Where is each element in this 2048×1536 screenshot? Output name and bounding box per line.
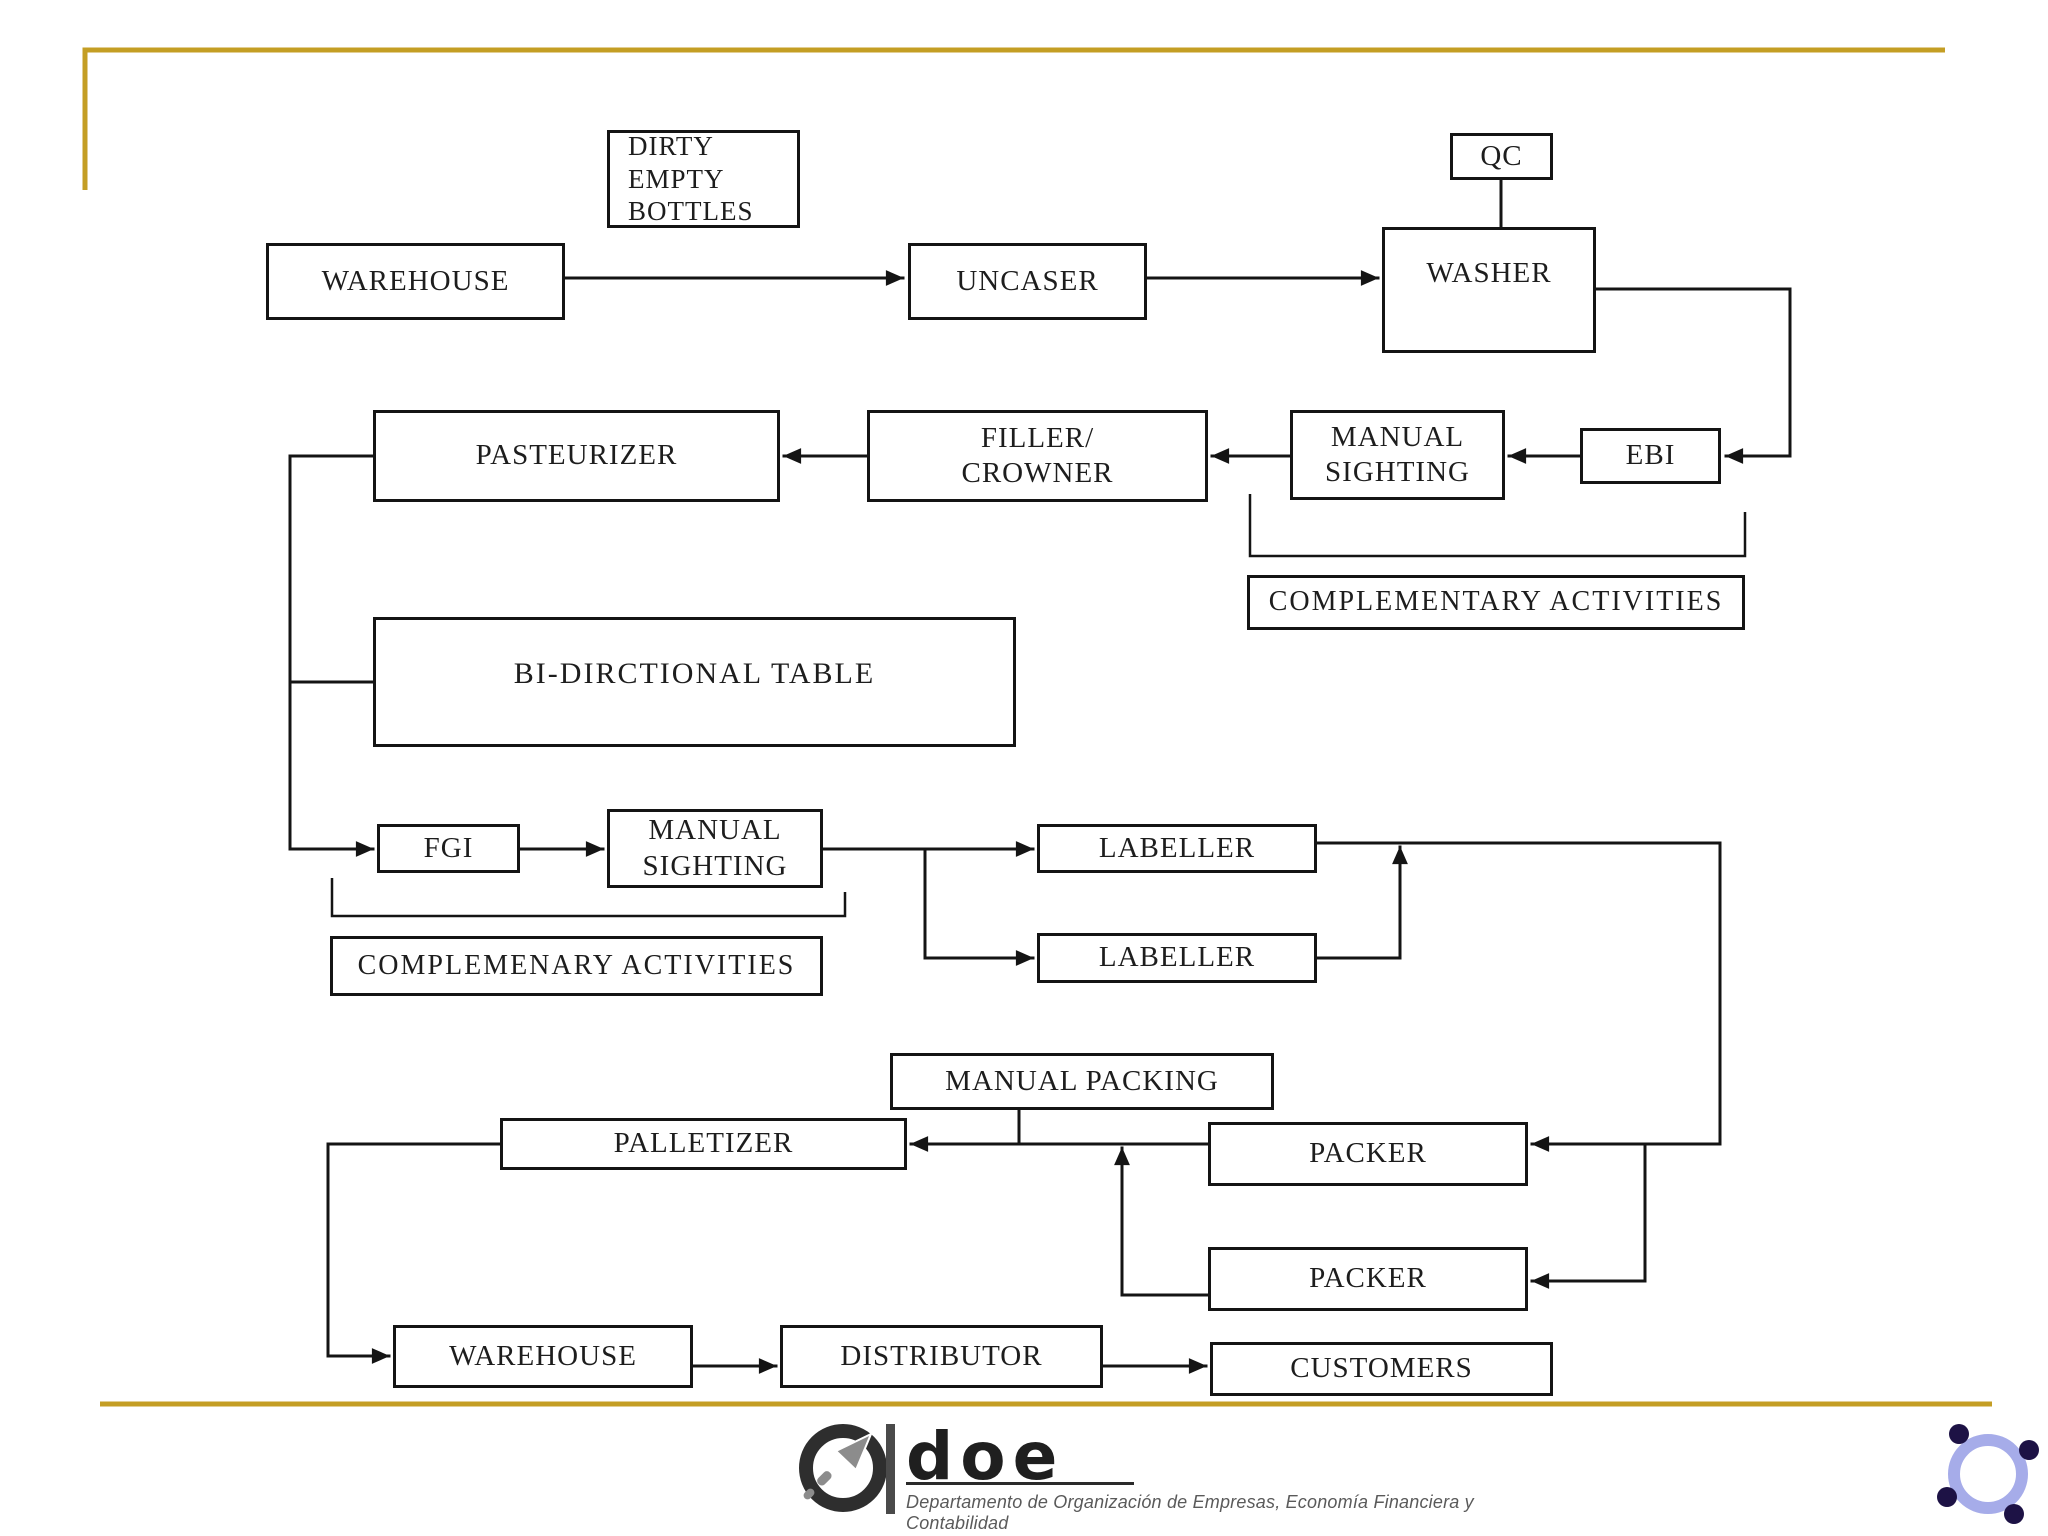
node-manual-packing: MANUAL PACKING [890, 1053, 1274, 1110]
node-label: DIRTY EMPTY BOTTLES [628, 131, 754, 227]
node-label: CUSTOMERS [1290, 1352, 1473, 1385]
node-labeller-2: LABELLER [1037, 933, 1317, 983]
connector-feed-to-packer-2 [1530, 1142, 1647, 1289]
node-label: PALLETIZER [613, 1127, 794, 1160]
node-label: MANUAL PACKING [945, 1064, 1219, 1097]
connector-packer-2-merge-up [1114, 1146, 1210, 1297]
node-label: PACKER [1309, 1137, 1427, 1170]
node-palletizer: PALLETIZER [500, 1118, 907, 1170]
node-warehouse-bottom: WAREHOUSE [393, 1325, 693, 1388]
node-filler-crowner: FILLER/ CROWNER [867, 410, 1208, 502]
node-dirty-empty-bottles: DIRTY EMPTY BOTTLES [607, 130, 800, 228]
connector-labeller-2-merge-up [1315, 845, 1408, 960]
node-label: MANUAL SIGHTING [642, 814, 788, 882]
node-labeller-1: LABELLER [1037, 824, 1317, 873]
node-manual-sighting-mid: MANUAL SIGHTING [607, 809, 823, 888]
node-packer-2: PACKER [1208, 1247, 1528, 1311]
node-label: WAREHOUSE [449, 1339, 637, 1372]
node-customers: CUSTOMERS [1210, 1342, 1553, 1396]
node-complemenary-activities-mid: COMPLEMENARY ACTIVITIES [330, 936, 823, 996]
node-label: WAREHOUSE [321, 264, 510, 297]
node-label: FILLER/ CROWNER [961, 421, 1114, 489]
node-qc: QC [1450, 133, 1553, 180]
node-uncaser: UNCASER [908, 243, 1147, 320]
node-label: LABELLER [1098, 941, 1256, 974]
node-label: QC [1480, 139, 1523, 172]
connector-pasteurizer-to-fgi [288, 454, 375, 857]
gold-top-border [82, 47, 1945, 190]
connector-branch-to-labeller-2 [923, 847, 1035, 966]
node-fgi: FGI [377, 824, 520, 873]
node-label: BI-DIRCTIONAL TABLE [513, 657, 876, 690]
connector-washer-to-ebi [1594, 287, 1792, 464]
bracket-complemenary-mid [330, 878, 847, 918]
bracket-complementary-top [1248, 494, 1747, 558]
node-label: UNCASER [956, 264, 1099, 297]
node-label: COMPLEMENARY ACTIVITIES [357, 949, 796, 981]
node-label: PASTEURIZER [475, 439, 678, 472]
node-distributor: DISTRIBUTOR [780, 1325, 1103, 1388]
node-label: EBI [1625, 439, 1676, 472]
node-label: PACKER [1309, 1262, 1427, 1295]
pinwheel-icon [1937, 1424, 2039, 1524]
node-label: WASHER [1426, 257, 1552, 289]
node-label: COMPLEMENTARY ACTIVITIES [1268, 586, 1724, 618]
node-pasteurizer: PASTEURIZER [373, 410, 780, 502]
connector-palletizer-to-warehouse [326, 1142, 502, 1364]
connector-labeller-1-to-packer-1 [1315, 841, 1722, 1152]
node-label: DISTRIBUTOR [840, 1339, 1043, 1372]
node-ebi: EBI [1580, 428, 1721, 484]
doe-logo-caption: Departamento de Organización de Empresas… [906, 1492, 1474, 1533]
node-bi-directional-table: BI-DIRCTIONAL TABLE [373, 617, 1016, 747]
doe-logo-emblem-icon [799, 1424, 895, 1514]
node-label: LABELLER [1098, 831, 1256, 864]
node-packer-1: PACKER [1208, 1122, 1528, 1186]
doe-logo-underline [906, 1482, 1134, 1485]
node-label: MANUAL SIGHTING [1325, 420, 1470, 488]
node-washer: WASHER [1382, 227, 1596, 353]
node-label: FGI [423, 831, 474, 864]
node-complementary-activities-top: COMPLEMENTARY ACTIVITIES [1247, 575, 1745, 630]
node-manual-sighting-top: MANUAL SIGHTING [1290, 410, 1505, 500]
node-warehouse-top: WAREHOUSE [266, 243, 565, 320]
